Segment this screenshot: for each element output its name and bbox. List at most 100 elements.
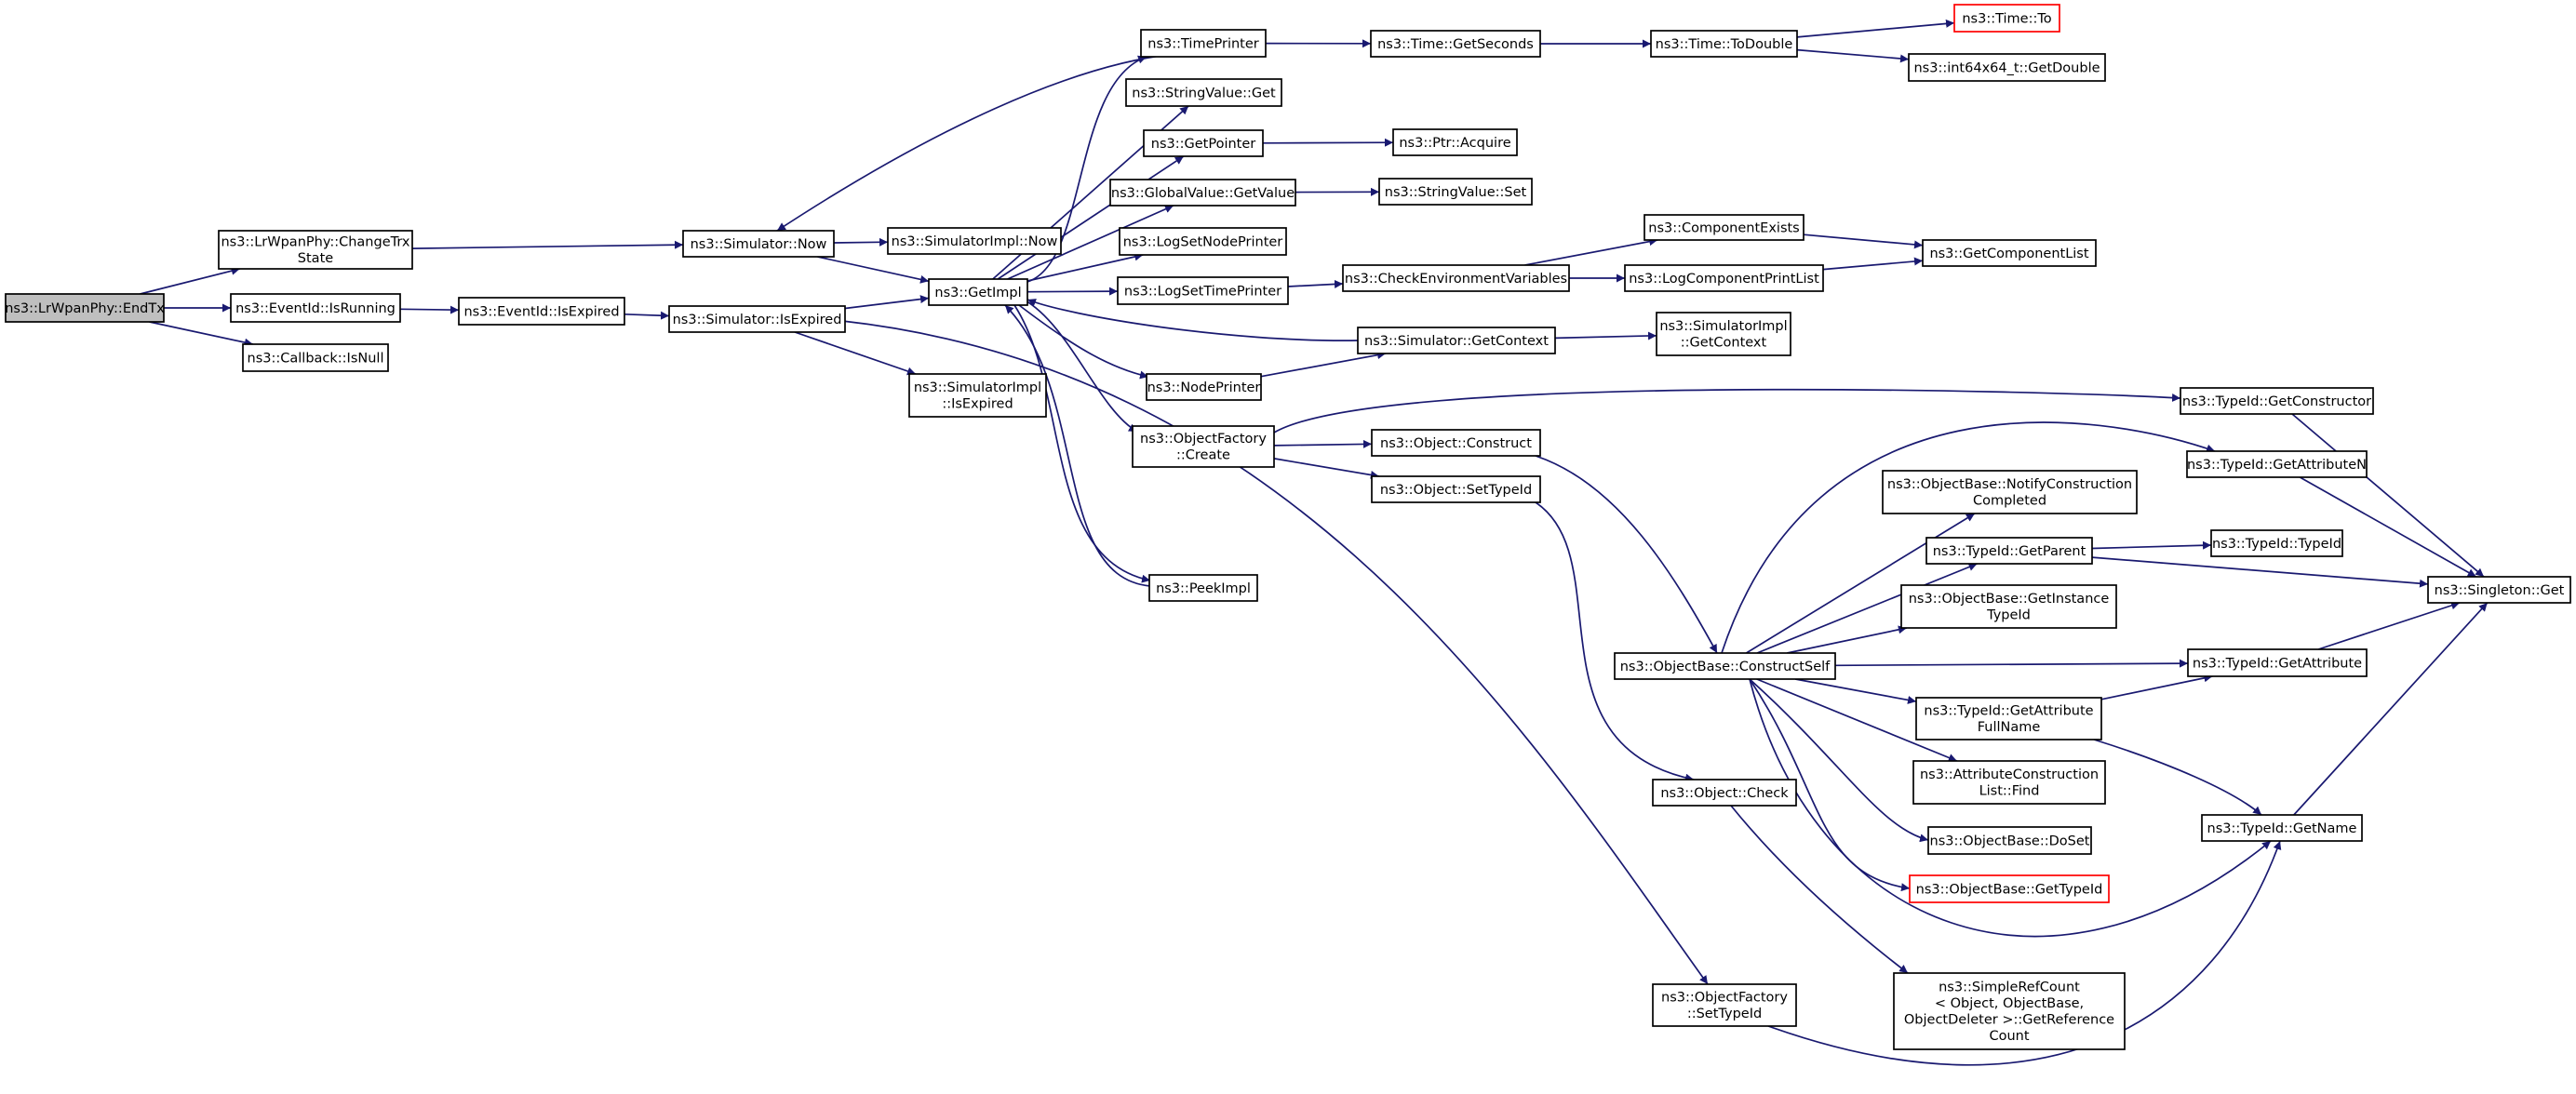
node-label: ns3::Simulator::GetContext <box>1364 334 1549 349</box>
node-label: ns3::Simulator::IsExpired <box>673 313 842 327</box>
edge-typeidgetname-to-singletonget <box>2293 602 2489 816</box>
edge-timetodouble-to-int64getdouble <box>1796 48 1910 63</box>
node-box <box>1148 574 1258 602</box>
node-box <box>1652 983 1797 1027</box>
node-timetodouble[interactable]: ns3::Time::ToDouble <box>1650 30 1798 58</box>
node-strvalget[interactable]: ns3::StringValue::Get <box>1125 78 1282 107</box>
node-label: ns3::StringValue::Get <box>1132 86 1276 100</box>
node-logsettime[interactable]: ns3::LogSetTimePrinter <box>1117 276 1289 305</box>
node-box <box>668 305 846 333</box>
node-box <box>1342 264 1570 292</box>
node-box <box>230 293 401 323</box>
edge-simisexpired-to-getimpl <box>844 295 930 310</box>
edge-getimpl-to-getpointer <box>997 155 1185 280</box>
node-label: ns3::TypeId::GetAttribute <box>2193 656 2362 671</box>
edge-ofcreate-to-objsettypeid <box>1273 458 1380 479</box>
edge-compexists-to-getcomplist <box>1803 233 1924 249</box>
node-box <box>1146 373 1262 401</box>
node-logcompprint[interactable]: ns3::LogComponentPrintList <box>1624 264 1824 292</box>
node-box <box>1132 425 1275 468</box>
node-label: ns3::TypeId::GetParent <box>1933 544 2086 559</box>
node-label: ns3::Singleton::Get <box>2435 583 2565 598</box>
node-singletonget[interactable]: ns3::Singleton::Get <box>2427 576 2571 604</box>
node-gvgetvalue[interactable]: ns3::GlobalValue::GetValue <box>1109 179 1296 207</box>
node-checkenv[interactable]: ns3::CheckEnvironmentVariables <box>1342 264 1570 292</box>
node-label: ns3::LogComponentPrintList <box>1629 272 1819 287</box>
node-peekimpl[interactable]: ns3::PeekImpl <box>1148 574 1258 602</box>
node-label: ns3::ObjectFactory <box>1140 432 1267 447</box>
edge-endtx-to-cbisnull <box>149 321 253 347</box>
node-timeto[interactable]: ns3::Time::To <box>1953 4 2060 33</box>
node-typeidgetattr[interactable]: ns3::TypeId::GetAttribute <box>2187 648 2368 677</box>
node-endtx[interactable]: ns3::LrWpanPhy::EndTx <box>5 293 165 323</box>
node-label: ns3::TypeId::GetName <box>2207 821 2357 836</box>
node-ofsettypeid[interactable]: ns3::ObjectFactory::SetTypeId <box>1652 983 1797 1027</box>
node-label: ns3::LogSetNodePrinter <box>1123 234 1283 249</box>
node-simplerefcount[interactable]: ns3::SimpleRefCount< Object, ObjectBase,… <box>1893 972 2126 1050</box>
node-label: ns3::ObjectFactory <box>1661 991 1788 1006</box>
node-label: ::GetContext <box>1681 336 1767 351</box>
node-box <box>1927 826 2092 855</box>
node-label: ns3::Time::To <box>1962 11 2051 26</box>
node-label: ns3::SimulatorImpl <box>914 380 1041 395</box>
node-label: ns3::EventId::IsRunning <box>235 301 396 316</box>
node-notifyconstr[interactable]: ns3::ObjectBase::NotifyConstructionCompl… <box>1882 470 2138 514</box>
node-typeidgetconstructor[interactable]: ns3::TypeId::GetConstructor <box>2180 387 2374 415</box>
node-label: < Object, ObjectBase, <box>1935 996 2084 1011</box>
node-simisexpired[interactable]: ns3::Simulator::IsExpired <box>668 305 846 333</box>
node-label: ns3::LogSetTimePrinter <box>1124 284 1281 299</box>
node-objbaseconstruct[interactable]: ns3::ObjectBase::ConstructSelf <box>1614 652 1836 680</box>
node-label: ns3::GlobalValue::GetValue <box>1111 186 1295 201</box>
node-box <box>2201 814 2363 842</box>
node-cbisnull[interactable]: ns3::Callback::IsNull <box>242 343 389 372</box>
node-objsettypeid[interactable]: ns3::Object::SetTypeId <box>1371 475 1541 503</box>
node-evisexpired[interactable]: ns3::EventId::IsExpired <box>458 297 625 326</box>
node-getpointer[interactable]: ns3::GetPointer <box>1143 129 1264 157</box>
node-typeidgetparent[interactable]: ns3::TypeId::GetParent <box>1925 537 2093 565</box>
node-simimplnow[interactable]: ns3::SimulatorImpl::Now <box>887 227 1062 255</box>
node-objconstruct[interactable]: ns3::Object::Construct <box>1371 429 1541 457</box>
node-isrunning[interactable]: ns3::EventId::IsRunning <box>230 293 401 323</box>
node-getimpl[interactable]: ns3::GetImpl <box>928 278 1028 306</box>
node-simnow[interactable]: ns3::Simulator::Now <box>682 230 835 258</box>
node-box <box>1922 239 2097 267</box>
node-objbasedoset[interactable]: ns3::ObjectBase::DoSet <box>1927 826 2092 855</box>
node-getcomplist[interactable]: ns3::GetComponentList <box>1922 239 2097 267</box>
node-compexists[interactable]: ns3::ComponentExists <box>1644 214 1805 241</box>
node-label: State <box>298 251 333 266</box>
node-logsetnode[interactable]: ns3::LogSetNodePrinter <box>1119 227 1287 256</box>
node-typeidgetattrn[interactable]: ns3::TypeId::GetAttributeN <box>2186 450 2368 478</box>
node-timegetsec[interactable]: ns3::Time::GetSeconds <box>1370 30 1541 58</box>
node-box <box>1656 312 1791 356</box>
node-nodeprinter[interactable]: ns3::NodePrinter <box>1146 373 1262 401</box>
node-simgetctx[interactable]: ns3::Simulator::GetContext <box>1357 327 1556 354</box>
node-label: ::IsExpired <box>942 397 1013 412</box>
node-int64getdouble[interactable]: ns3::int64x64_t::GetDouble <box>1908 53 2106 82</box>
node-simimplisexp[interactable]: ns3::SimulatorImpl::IsExpired <box>908 373 1047 418</box>
node-objbasegettypeid[interactable]: ns3::ObjectBase::GetTypeId <box>1909 874 2110 903</box>
node-simimplgetctx[interactable]: ns3::SimulatorImpl::GetContext <box>1656 312 1791 356</box>
edge-ofcreate-to-typeidgetconstructor <box>1273 388 2181 434</box>
node-ptracquire[interactable]: ns3::Ptr::Acquire <box>1392 128 1518 156</box>
edge-timetodouble-to-timeto <box>1796 19 1955 38</box>
node-ofcreate[interactable]: ns3::ObjectFactory::Create <box>1132 425 1275 468</box>
edge-getattrfullname-to-typeidgetattr <box>2100 674 2213 700</box>
node-objcheck[interactable]: ns3::Object::Check <box>1652 779 1797 807</box>
node-label: ns3::Time::ToDouble <box>1656 37 1793 52</box>
node-label: ns3::ComponentExists <box>1648 220 1800 235</box>
node-strvalset[interactable]: ns3::StringValue::Set <box>1378 178 1533 206</box>
node-label: ns3::Object::Check <box>1660 786 1789 801</box>
node-label: ns3::LrWpanPhy::EndTx <box>5 301 165 316</box>
edge-objbaseconstruct-to-typeidgetname <box>1749 678 2272 938</box>
node-timeprinter[interactable]: ns3::TimePrinter <box>1140 29 1267 58</box>
node-label: ns3::Object::SetTypeId <box>1380 483 1532 498</box>
node-typeidgetname[interactable]: ns3::TypeId::GetName <box>2201 814 2363 842</box>
node-box <box>1143 129 1264 157</box>
node-typeidtypeid[interactable]: ns3::TypeId::TypeId <box>2210 529 2343 557</box>
node-box <box>218 230 413 270</box>
